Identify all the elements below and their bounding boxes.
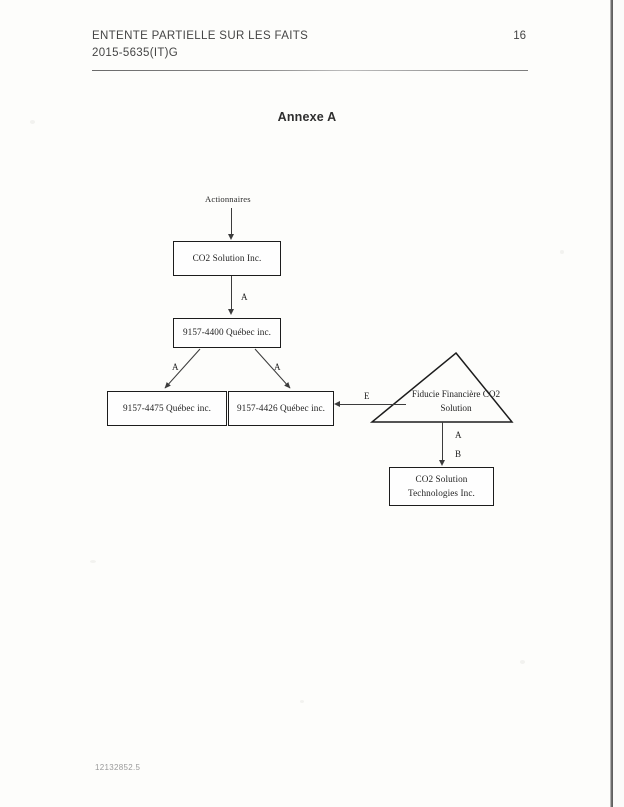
node-technologies-line1: CO2 Solution	[415, 474, 468, 485]
node-co2-solution-inc-label: CO2 Solution Inc.	[192, 252, 262, 263]
connector-shareholders-to-co2	[231, 208, 233, 235]
node-fiducie-line2: CO2 Solution	[440, 389, 501, 413]
docket-number: 2015-5635(IT)G	[92, 47, 179, 59]
node-co2-solution-technologies: CO2 Solution Technologies Inc.	[389, 467, 494, 506]
arrowhead-co2-to-4400	[228, 309, 234, 315]
connector-trust-to-technologies	[442, 422, 444, 461]
node-technologies-line2: Technologies Inc.	[408, 487, 475, 498]
arrowhead-trust-to-4426	[334, 401, 340, 407]
header-divider	[92, 70, 528, 71]
scan-margin-artifact	[613, 0, 624, 807]
edge-label-split-right: A	[274, 362, 281, 372]
node-9157-4475-quebec: 9157-4475 Québec inc.	[107, 391, 227, 426]
page-header: ENTENTE PARTIELLE SUR LES FAITS 16 2015-…	[92, 30, 526, 59]
node-9157-4400-quebec-label: 9157-4400 Québec inc.	[182, 327, 272, 338]
scan-speck	[560, 250, 564, 254]
page-number: 16	[513, 30, 526, 42]
arrowhead-shareholders-to-co2	[228, 234, 234, 240]
scan-speck	[300, 700, 304, 703]
header-title: ENTENTE PARTIELLE SUR LES FAITS	[92, 30, 309, 42]
edge-label-trust-to-tech-a: A	[455, 430, 462, 440]
scan-speck	[90, 560, 96, 563]
connector-trust-to-4426	[340, 404, 406, 406]
shareholders-label: Actionnaires	[205, 194, 251, 204]
arrowhead-trust-to-technologies	[439, 460, 445, 466]
footer-reference: 12132852.5	[95, 763, 141, 772]
node-co2-solution-inc: CO2 Solution Inc.	[173, 241, 281, 276]
connector-co2-to-4400	[231, 276, 233, 310]
node-9157-4426-quebec-label: 9157-4426 Québec inc.	[236, 402, 326, 413]
node-9157-4426-quebec: 9157-4426 Québec inc.	[228, 391, 334, 426]
node-fiducie-financiere: Fiducie Financière CO2 Solution	[400, 388, 512, 416]
edge-label-trust-to-tech-b: B	[455, 449, 462, 459]
scan-edge-artifact	[610, 0, 613, 807]
scan-speck	[520, 660, 525, 664]
scan-speck	[30, 120, 35, 124]
node-9157-4400-quebec: 9157-4400 Québec inc.	[173, 318, 281, 348]
node-9157-4475-quebec-label: 9157-4475 Québec inc.	[122, 402, 212, 413]
annex-title: Annexe A	[277, 110, 337, 124]
edge-label-trust-to-4426: E	[364, 391, 370, 401]
node-fiducie-line1: Fiducie Financière	[411, 389, 481, 399]
edge-label-co2-to-4400: A	[241, 292, 248, 302]
edge-label-split-left: A	[172, 362, 179, 372]
